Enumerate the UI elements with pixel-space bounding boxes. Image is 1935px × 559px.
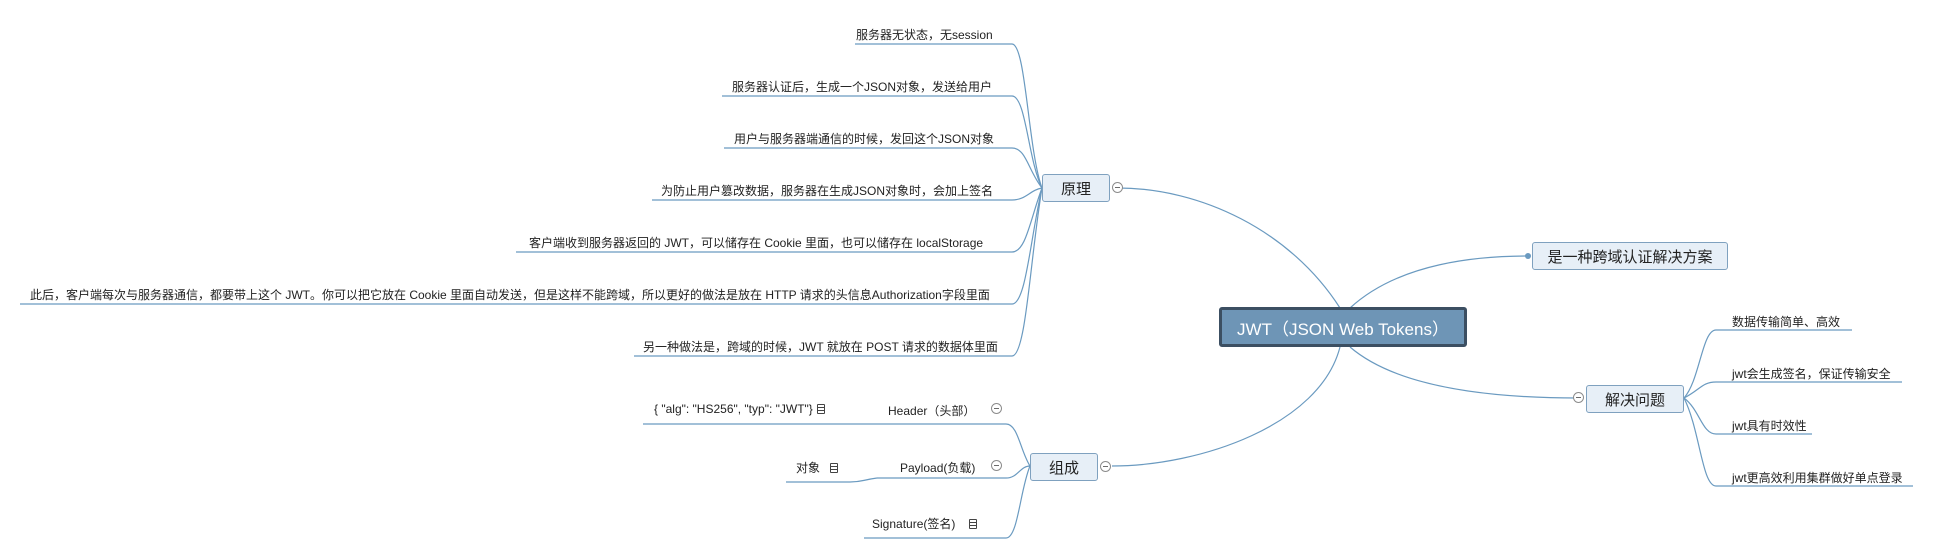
solve-item[interactable]: jwt更高效利用集群做好单点登录 <box>1732 471 1903 485</box>
topic-solve-label: 解决问题 <box>1604 391 1665 409</box>
collapse-solve-icon[interactable] <box>1573 392 1584 403</box>
topic-crossdomain-label: 是一种跨域认证解决方案 <box>1547 248 1713 266</box>
collapse-composition-icon[interactable] <box>1100 461 1111 472</box>
payload-child[interactable]: 对象 <box>796 459 839 476</box>
topic-principle[interactable]: 原理 <box>1042 174 1110 202</box>
payload-child-text: 对象 <box>796 461 821 475</box>
composition-header[interactable]: Header（头部） <box>888 404 976 418</box>
header-child-text: { "alg": "HS256", "typ": "JWT"} <box>654 402 813 416</box>
composition-signature-label: Signature(签名) <box>872 517 956 531</box>
collapse-payload-icon[interactable] <box>991 460 1002 471</box>
topic-solve[interactable]: 解决问题 <box>1586 385 1684 413</box>
connector-dot <box>1525 253 1531 259</box>
root-topic[interactable]: JWT（JSON Web Tokens） <box>1219 307 1467 347</box>
composition-signature[interactable]: Signature(签名) <box>872 515 978 532</box>
principle-item[interactable]: 客户端收到服务器返回的 JWT，可以储存在 Cookie 里面，也可以储存在 l… <box>529 236 984 250</box>
principle-item[interactable]: 为防止用户篡改数据，服务器在生成JSON对象时，会加上签名 <box>661 184 994 198</box>
topic-composition-label: 组成 <box>1048 459 1079 477</box>
collapse-header-icon[interactable] <box>991 403 1002 414</box>
note-icon[interactable] <box>816 404 825 414</box>
solve-item[interactable]: 数据传输简单、高效 <box>1732 315 1841 329</box>
collapse-principle-icon[interactable] <box>1112 182 1123 193</box>
note-icon[interactable] <box>969 519 978 529</box>
principle-item[interactable]: 用户与服务器端通信的时候，发回这个JSON对象 <box>734 132 995 146</box>
header-child[interactable]: { "alg": "HS256", "typ": "JWT"} <box>654 402 825 416</box>
principle-item[interactable]: 另一种做法是，跨域的时候，JWT 就放在 POST 请求的数据体里面 <box>643 340 998 354</box>
topic-composition[interactable]: 组成 <box>1030 453 1098 481</box>
solve-item[interactable]: jwt会生成签名，保证传输安全 <box>1732 367 1891 381</box>
topic-crossdomain[interactable]: 是一种跨域认证解决方案 <box>1532 242 1728 270</box>
solve-item[interactable]: jwt具有时效性 <box>1732 419 1807 433</box>
principle-item[interactable]: 服务器认证后，生成一个JSON对象，发送给用户 <box>732 80 993 94</box>
principle-item[interactable]: 服务器无状态，无session <box>856 28 993 42</box>
root-label: JWT（JSON Web Tokens） <box>1237 319 1449 339</box>
note-icon[interactable] <box>830 463 839 473</box>
composition-payload[interactable]: Payload(负载) <box>900 461 976 475</box>
principle-item[interactable]: 此后，客户端每次与服务器通信，都要带上这个 JWT。你可以把它放在 Cookie… <box>30 288 990 302</box>
topic-principle-label: 原理 <box>1060 180 1091 198</box>
